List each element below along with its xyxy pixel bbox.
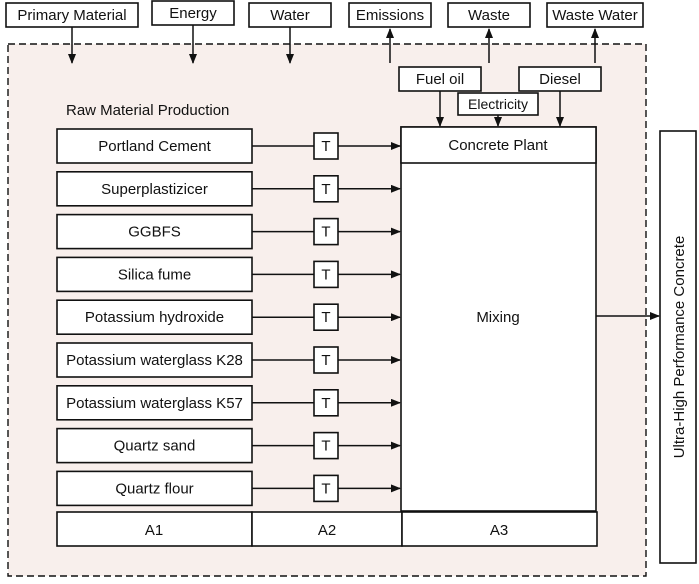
mixing-box (400, 126, 597, 512)
plant-input-diesel: Diesel (518, 66, 602, 127)
flow-emissions: Emissions (348, 2, 432, 63)
material-box (56, 299, 253, 336)
stage-a1-label: A1 (145, 522, 163, 539)
flow-waste-label: Waste (468, 7, 510, 24)
material-label: GGBFS (128, 224, 181, 241)
transport-box (313, 217, 339, 246)
top-input-flows: Primary Material Energy Water (5, 0, 332, 64)
transport-box (313, 260, 339, 289)
product: Ultra-High Performance Concrete (659, 130, 697, 564)
material-box (56, 171, 253, 207)
stage-a3-label: A3 (490, 522, 508, 539)
transport-box (313, 346, 339, 374)
plant-input-fuel-oil-label: Fuel oil (416, 71, 464, 88)
material-row: GGBFS T (56, 213, 401, 250)
transport-box (313, 132, 339, 160)
material-row: Silica fume T (56, 256, 401, 293)
flow-energy-label: Energy (169, 5, 217, 22)
transport-label: T (321, 352, 330, 369)
stage-a2-cell (251, 511, 403, 547)
concrete-plant-header (400, 126, 597, 164)
transport-label: T (321, 480, 330, 497)
material-label: Quartz flour (115, 480, 193, 497)
concrete-plant-label: Concrete Plant (448, 137, 548, 154)
stage-bar: A1 A2 A3 (56, 511, 598, 547)
flow-primary-material: Primary Material (5, 2, 139, 64)
plant-input-fuel-oil: Fuel oil (398, 66, 482, 127)
transport-label: T (321, 181, 330, 198)
transport-label: T (321, 266, 330, 283)
concrete-plant: Concrete Plant Mixing (400, 126, 597, 512)
transport-label: T (321, 224, 330, 241)
flow-water: Water (248, 2, 332, 64)
product-box (659, 130, 697, 564)
flow-emissions-label: Emissions (356, 7, 424, 24)
transport-label: T (321, 309, 330, 326)
section-title: Raw Material Production (66, 102, 229, 119)
material-row: Potassium waterglass K57 T (56, 384, 401, 421)
material-row: Quartz flour T (56, 470, 401, 507)
transport-box (313, 175, 339, 203)
plant-input-electricity: Electricity (457, 92, 539, 127)
plant-input-diesel-label: Diesel (539, 71, 581, 88)
material-box (56, 128, 253, 164)
material-row: Quartz sand T (56, 427, 401, 464)
material-label: Potassium waterglass K57 (66, 395, 243, 412)
material-row: Portland Cement T (56, 128, 401, 164)
flow-energy: Energy (151, 0, 235, 64)
material-box (56, 256, 253, 293)
flow-waste-water: Waste Water (546, 2, 644, 63)
material-label: Portland Cement (98, 138, 211, 155)
transport-label: T (321, 138, 330, 155)
stage-a3-cell (401, 511, 598, 547)
material-label: Silica fume (118, 266, 191, 283)
transport-box (313, 303, 339, 332)
material-label: Superplastizicer (101, 181, 208, 198)
flow-water-label: Water (270, 7, 309, 24)
material-label: Quartz sand (114, 438, 196, 455)
transport-label: T (321, 438, 330, 455)
plant-input-electricity-label: Electricity (468, 96, 528, 112)
flow-waste: Waste (447, 2, 531, 63)
stage-a2-label: A2 (318, 522, 336, 539)
material-label: Potassium waterglass K28 (66, 352, 243, 369)
flow-primary-material-label: Primary Material (17, 7, 126, 24)
plant-inputs: Fuel oil Electricity Diesel (398, 66, 602, 127)
material-label: Potassium hydroxide (85, 309, 224, 326)
material-box (56, 384, 253, 421)
product-label: Ultra-High Performance Concrete (671, 236, 688, 459)
mixing-label: Mixing (476, 309, 519, 326)
material-row: Potassium waterglass K28 T (56, 342, 401, 378)
flow-waste-water-label: Waste Water (552, 7, 638, 24)
top-output-flows: Emissions Waste Waste Water (348, 2, 644, 63)
transport-label: T (321, 395, 330, 412)
material-row: Potassium hydroxide T (56, 299, 401, 336)
material-box (56, 342, 253, 378)
material-row: Superplastizicer T (56, 171, 401, 207)
